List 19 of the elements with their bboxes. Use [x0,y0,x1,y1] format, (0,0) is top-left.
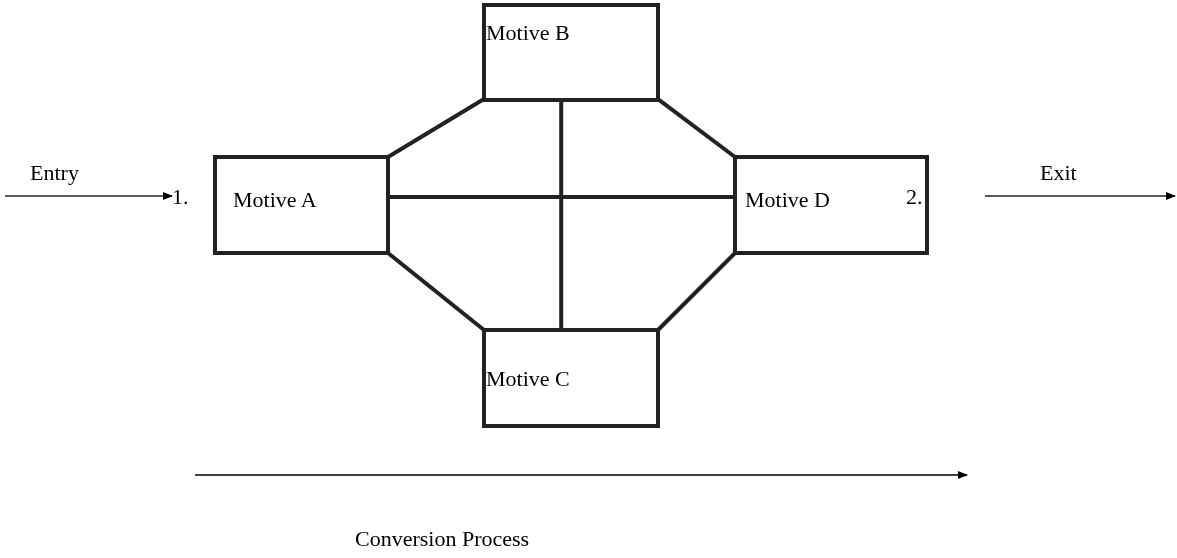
arrow [4,192,173,200]
edge-label: Exit [1040,162,1077,184]
node-text: Motive B [486,22,570,44]
motive-box [733,155,929,255]
axis-label: Conversion Process [355,528,530,550]
connector-line [559,100,564,330]
node-text: Motive D [745,189,830,211]
edge-label: Entry [30,162,79,184]
step-number: 1. [172,186,189,208]
motive-box [213,155,390,255]
connector-line [656,251,737,332]
node-text: Motive A [233,189,317,211]
motive-box [482,3,660,102]
node-text: Motive C [486,368,570,390]
connector-line [386,251,486,332]
motive-box [482,328,660,428]
arrow [984,192,1176,200]
connector-line [656,97,737,159]
step-number: 2. [906,186,923,208]
